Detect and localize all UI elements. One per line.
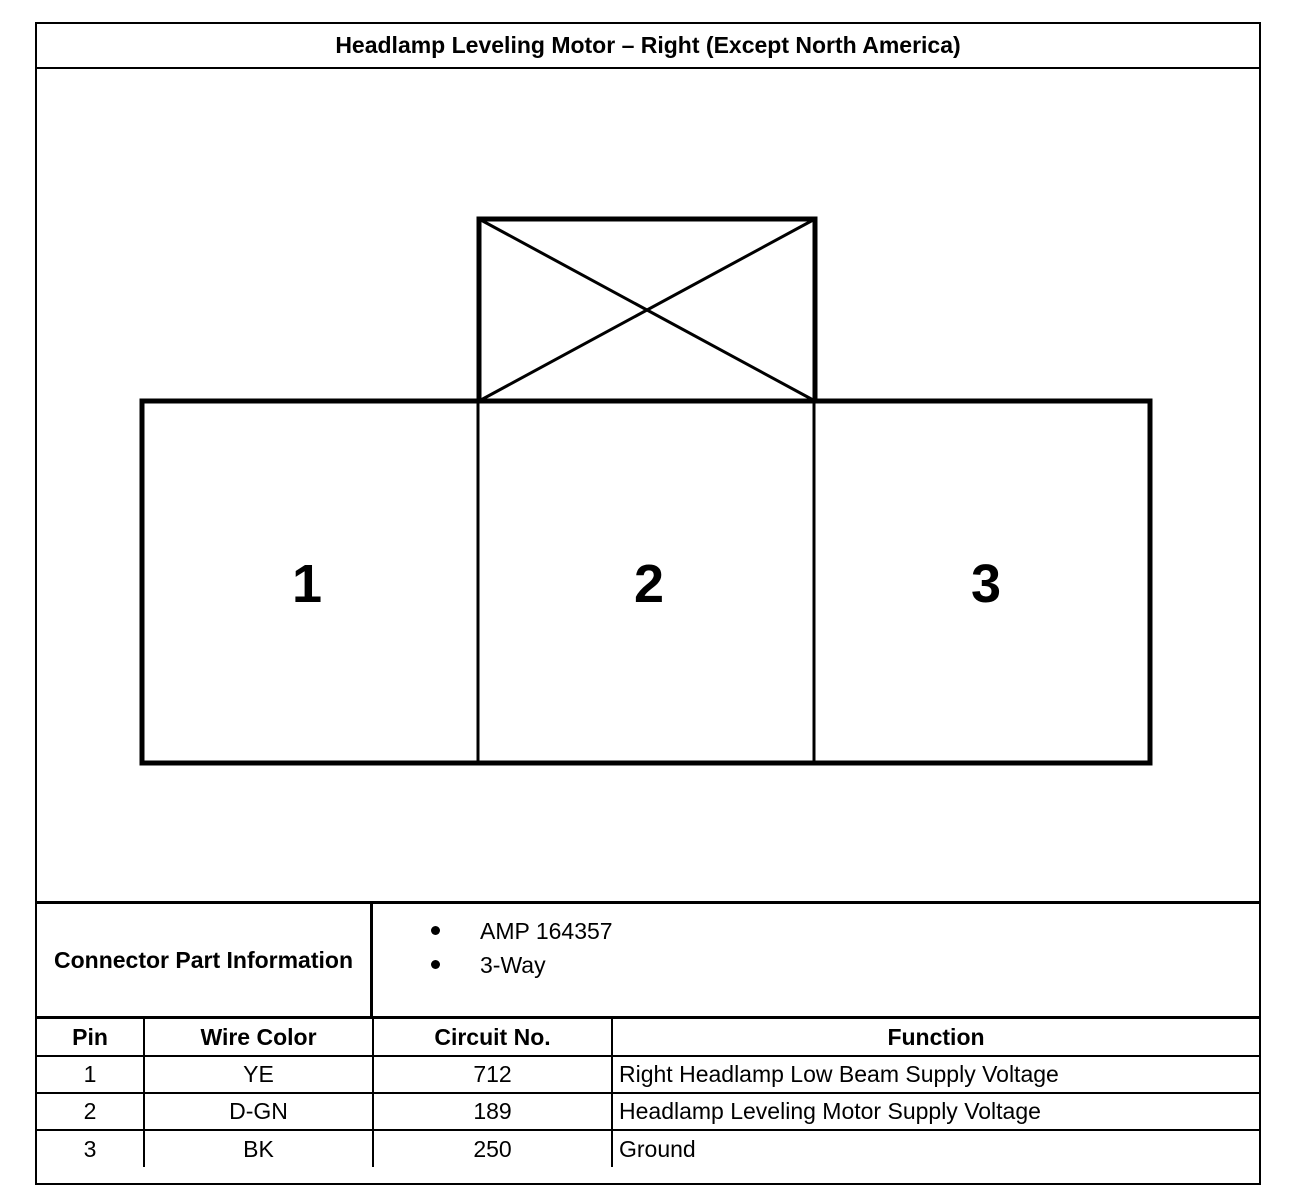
connector-body-outline (139, 398, 1153, 766)
part-info-label: Connector Part Information (37, 904, 373, 1016)
bullet-icon (431, 926, 440, 935)
part-info-item: 3-Way (373, 948, 1259, 982)
circuit-cell: 250 (372, 1129, 613, 1167)
function-header: Function (611, 1019, 1259, 1057)
pin-cell: 3 (37, 1129, 145, 1167)
blocked-position (476, 216, 818, 404)
part-info-list: AMP 164357 3-Way (373, 904, 1259, 1016)
bullet-icon (431, 960, 440, 969)
cavity-3-label: 3 (971, 554, 1001, 614)
connector-sheet: Headlamp Leveling Motor – Right (Except … (35, 22, 1261, 1185)
pin-table-header: Pin Wire Color Circuit No. Function (37, 1019, 1259, 1057)
wire-color-cell: BK (143, 1129, 374, 1167)
function-cell: Headlamp Leveling Motor Supply Voltage (611, 1092, 1259, 1131)
connector-face-diagram: 1 2 3 (37, 69, 1259, 901)
pin-table: Pin Wire Color Circuit No. Function 1 YE… (37, 1019, 1259, 1167)
circuit-cell: 712 (372, 1055, 613, 1094)
connector-part-information: Connector Part Information AMP 164357 3-… (37, 901, 1259, 1019)
connector-title: Headlamp Leveling Motor – Right (Except … (37, 24, 1259, 69)
pin-header: Pin (37, 1019, 145, 1057)
part-number: AMP 164357 (480, 918, 613, 944)
pin-cell: 1 (37, 1055, 145, 1094)
pin-cell: 2 (37, 1092, 145, 1131)
circuit-header: Circuit No. (372, 1019, 613, 1057)
table-row: 2 D-GN 189 Headlamp Leveling Motor Suppl… (37, 1092, 1259, 1131)
table-row: 1 YE 712 Right Headlamp Low Beam Supply … (37, 1055, 1259, 1094)
blocked-position-cross-b (478, 217, 816, 403)
wire-color-header: Wire Color (143, 1019, 374, 1057)
cavity-1-label: 1 (292, 554, 322, 614)
table-row: 3 BK 250 Ground (37, 1129, 1259, 1167)
way-count: 3-Way (480, 952, 546, 978)
circuit-cell: 189 (372, 1092, 613, 1131)
part-info-item: AMP 164357 (373, 914, 1259, 948)
wire-color-cell: D-GN (143, 1092, 374, 1131)
wire-color-cell: YE (143, 1055, 374, 1094)
cavity-2-label: 2 (634, 554, 664, 614)
function-cell: Right Headlamp Low Beam Supply Voltage (611, 1055, 1259, 1094)
connector-face-svg: 1 2 3 (139, 216, 1153, 766)
function-cell: Ground (611, 1129, 1259, 1167)
